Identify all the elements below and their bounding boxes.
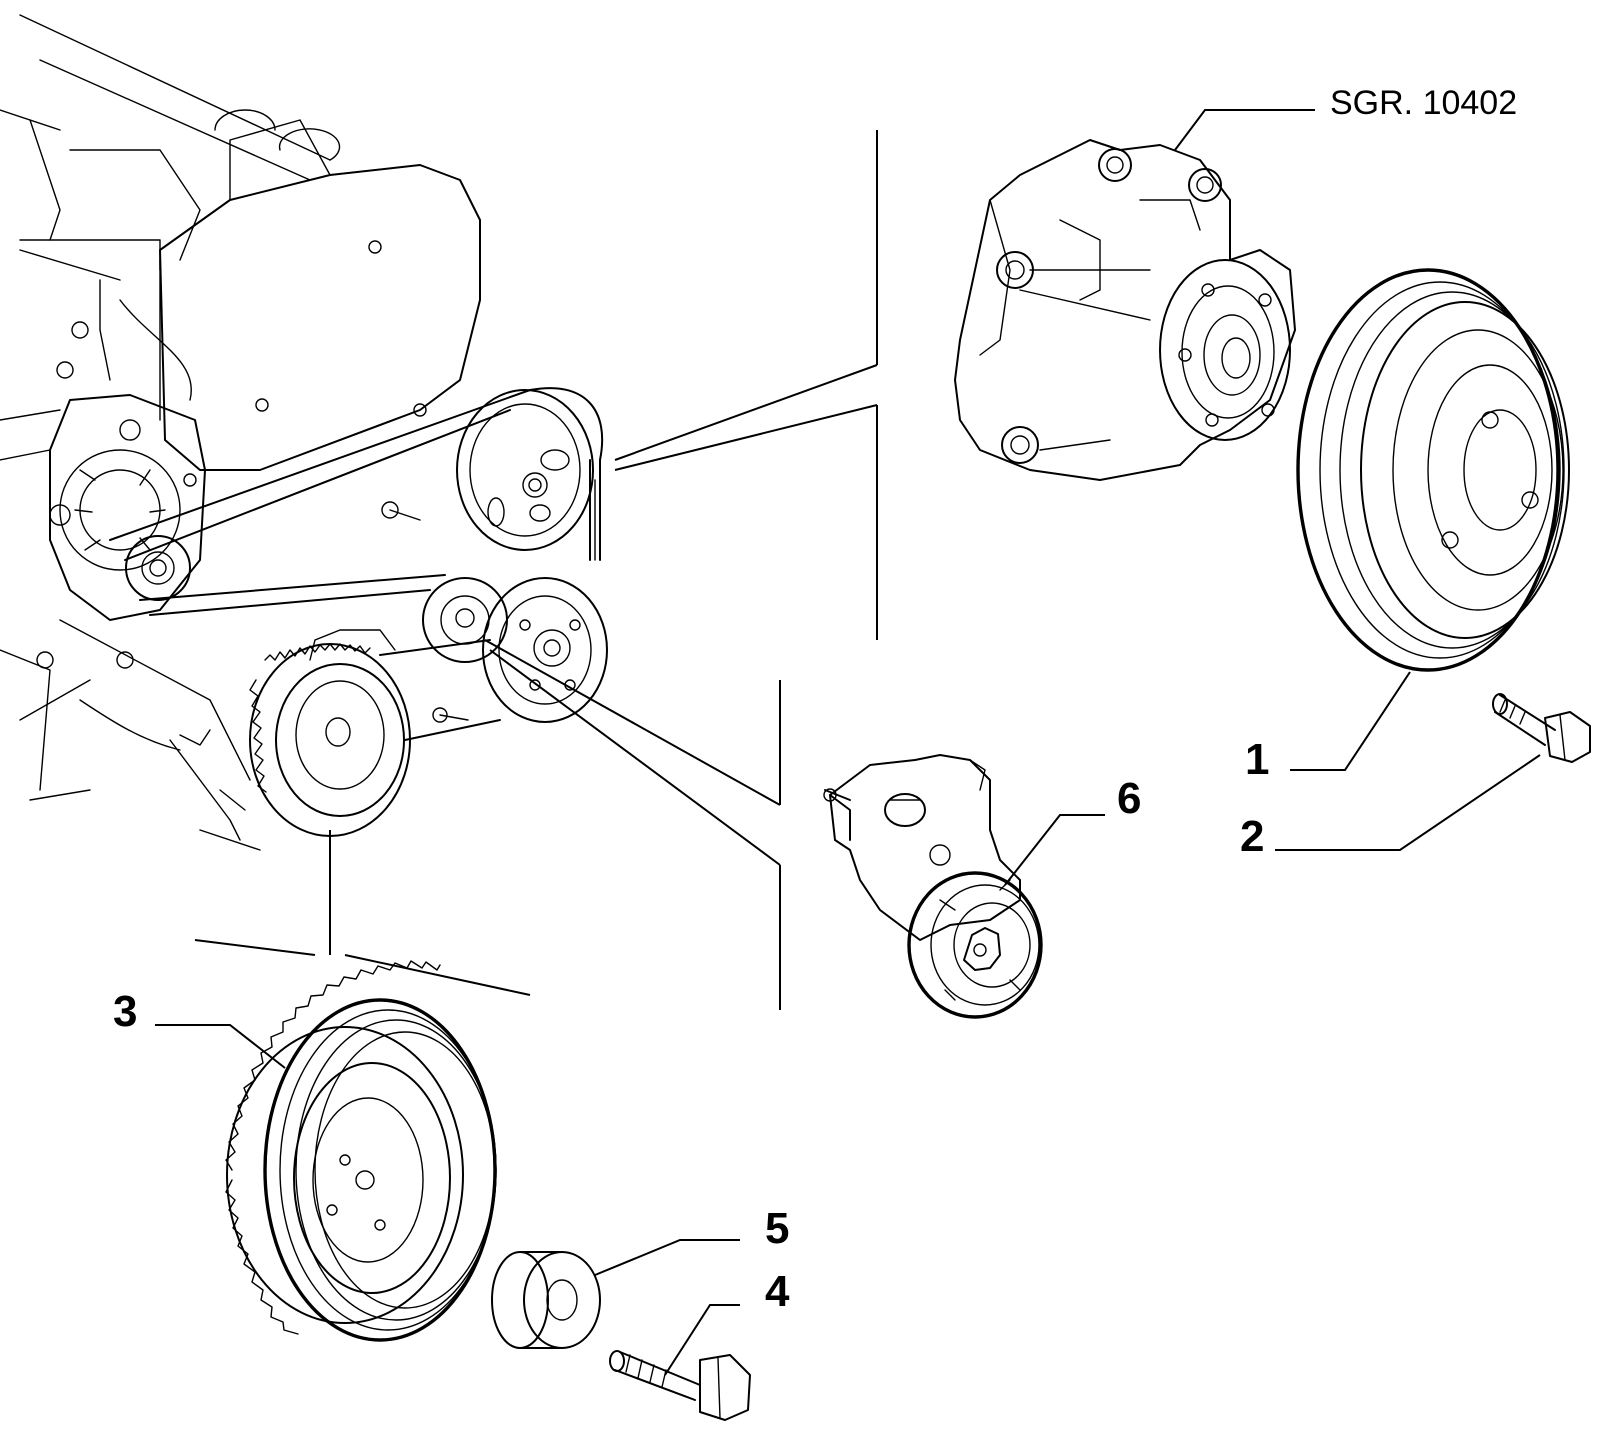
callout-4: 4 (765, 1267, 790, 1316)
callout-1: 1 (1245, 735, 1270, 784)
leader-1 (1290, 671, 1411, 771)
callout-leader-lines (155, 109, 1541, 1376)
leader-sgr-ref (1174, 109, 1315, 151)
callout-5: 5 (765, 1204, 790, 1253)
part-5-washer (491, 1251, 601, 1349)
callout-3: 3 (113, 987, 138, 1036)
callout-6: 6 (1117, 774, 1142, 823)
callout-2: 2 (1240, 812, 1265, 861)
leader-3 (155, 1024, 286, 1069)
leader-4 (664, 1304, 740, 1376)
leader-5 (594, 1239, 740, 1276)
engine-assembly-drawing (0, 14, 608, 851)
leader-6 (1004, 814, 1105, 886)
part-4-bolt (609, 1350, 751, 1421)
part-1-pulley (1296, 268, 1570, 672)
water-pump-assembly (954, 139, 1296, 481)
part-2-bolt (1492, 693, 1591, 763)
part-3-crankshaft-pulley (225, 960, 497, 1342)
part-6-tensioner (823, 754, 1043, 1019)
leader-2 (1275, 754, 1541, 851)
section-boundary-lines (194, 130, 878, 1010)
reference-label: SGR. 10402 (1330, 84, 1518, 122)
